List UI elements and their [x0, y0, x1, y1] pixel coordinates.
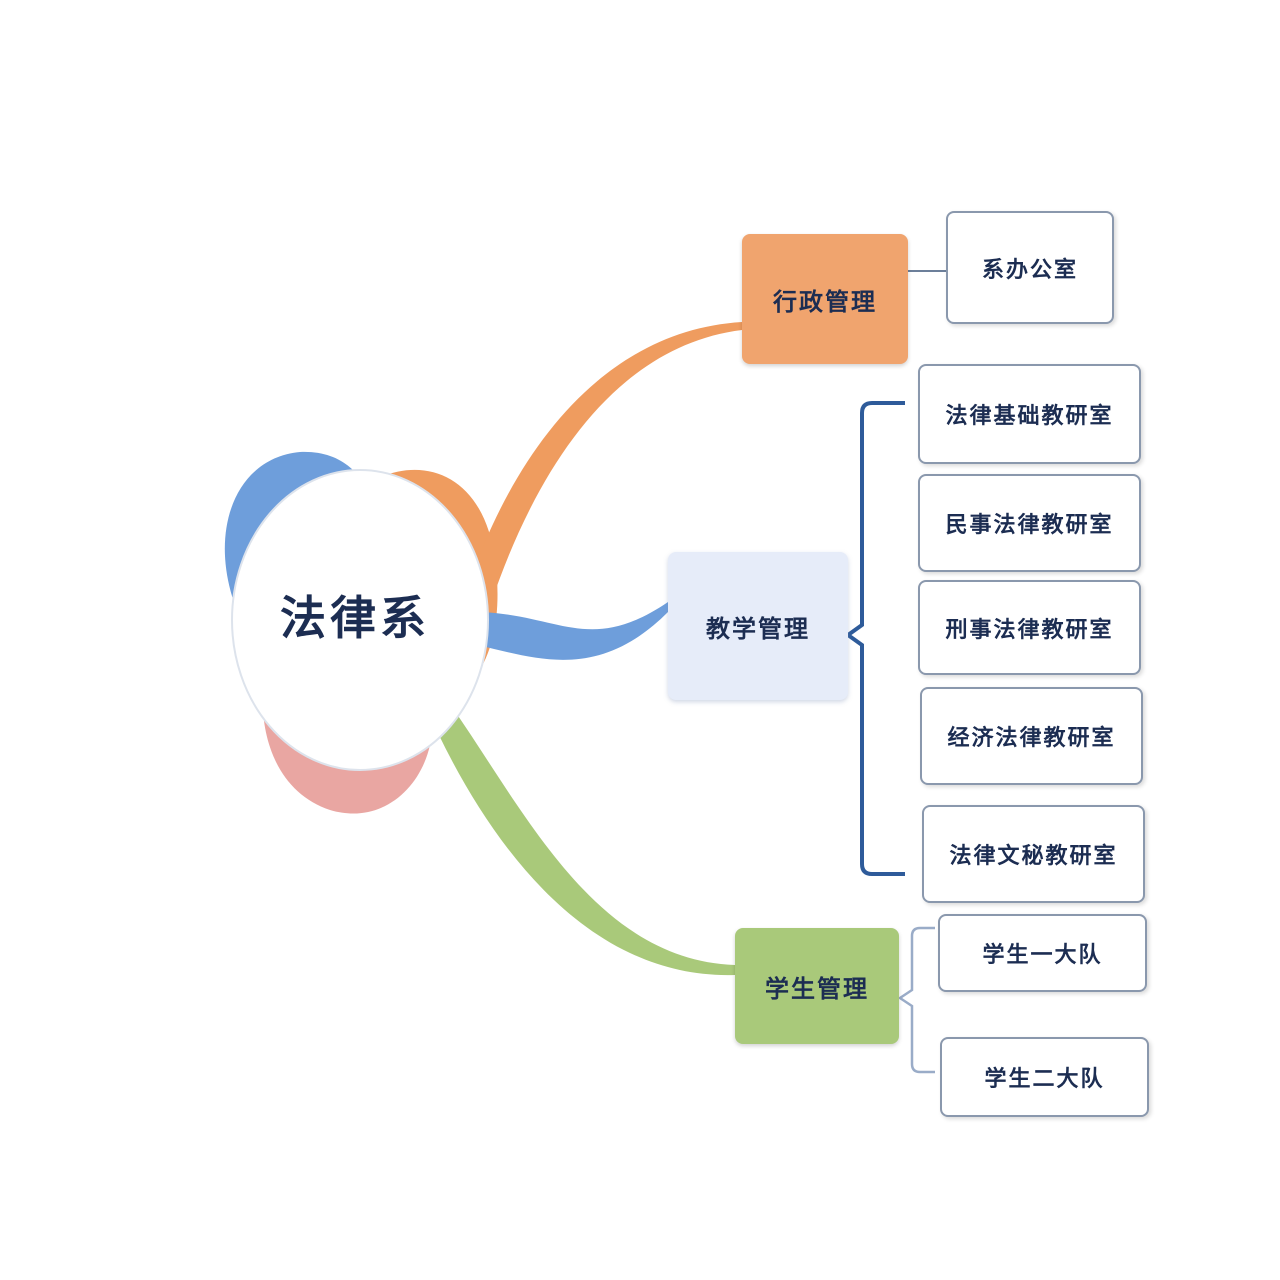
root-circle — [231, 469, 489, 771]
branch-admin-label: 行政管理 — [773, 287, 877, 316]
root-label: 法律系 — [280, 591, 430, 645]
ribbon-student — [425, 690, 735, 976]
leaf-teaching-5[interactable]: 法律文秘教研室 — [922, 805, 1145, 903]
leaf-teaching-3-label: 刑事法律教研室 — [945, 617, 1114, 643]
leaf-teaching-2[interactable]: 民事法律教研室 — [918, 474, 1141, 572]
leaf-office[interactable]: 系办公室 — [946, 211, 1114, 324]
leaf-student-2[interactable]: 学生二大队 — [940, 1037, 1149, 1117]
ribbon-admin — [470, 322, 742, 600]
branch-admin[interactable]: 行政管理 — [742, 234, 908, 364]
leaf-teaching-3[interactable]: 刑事法律教研室 — [918, 580, 1141, 675]
leaf-student-2-label: 学生二大队 — [984, 1067, 1105, 1092]
bracket-student — [897, 926, 935, 1074]
leaf-student-1[interactable]: 学生一大队 — [938, 914, 1147, 992]
branch-student[interactable]: 学生管理 — [735, 928, 899, 1044]
leaf-office-label: 系办公室 — [981, 257, 1078, 283]
leaf-teaching-1[interactable]: 法律基础教研室 — [918, 364, 1141, 464]
branch-student-label: 学生管理 — [765, 974, 869, 1003]
leaf-teaching-5-label: 法律文秘教研室 — [949, 844, 1118, 869]
leaf-teaching-2-label: 民事法律教研室 — [945, 513, 1114, 538]
bracket-teaching — [844, 401, 905, 876]
ribbon-teaching — [478, 602, 668, 660]
leaf-teaching-1-label: 法律基础教研室 — [945, 404, 1114, 429]
leaf-teaching-4[interactable]: 经济法律教研室 — [920, 687, 1143, 785]
branch-teaching-label: 教学管理 — [706, 614, 810, 643]
branch-teaching[interactable]: 教学管理 — [668, 552, 848, 700]
leaf-student-1-label: 学生一大队 — [982, 943, 1103, 968]
leaf-teaching-4-label: 经济法律教研室 — [947, 726, 1116, 751]
